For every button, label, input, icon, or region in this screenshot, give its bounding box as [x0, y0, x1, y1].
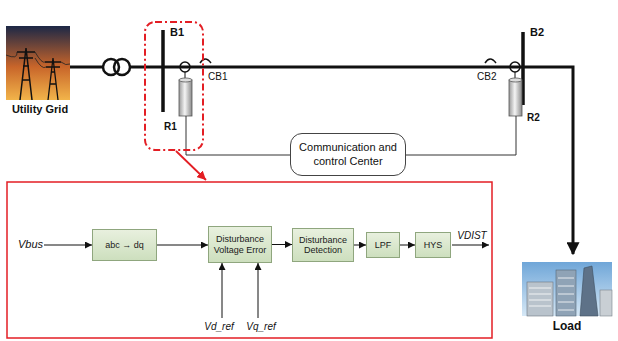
process-block: Disturbance Voltage Error	[208, 226, 272, 263]
bus-bar	[161, 30, 165, 112]
control-center-box: Communication and control Center	[290, 133, 406, 176]
bus-label: B2	[530, 26, 544, 38]
power-cable	[6, 52, 70, 68]
process-block: Disturbance Detection	[292, 228, 354, 262]
pylon	[45, 58, 61, 100]
signal-name: Vbus	[18, 238, 43, 250]
node-text: abc → dq	[105, 240, 144, 250]
filter-block: LPF	[366, 232, 400, 258]
zoom-frame	[145, 22, 203, 150]
windows	[529, 278, 574, 310]
hysteresis-block: HYS	[415, 232, 451, 258]
zoom-arrow	[176, 151, 206, 180]
relay-label: R2	[527, 112, 540, 123]
relay-symbol	[179, 62, 192, 116]
relay-top	[179, 78, 192, 82]
node-text: Disturbance Voltage Error	[212, 234, 268, 255]
breaker-label: CB1	[208, 71, 227, 82]
tower	[580, 266, 598, 316]
source-label: Utility Grid	[12, 103, 68, 115]
transformer-symbol	[70, 59, 163, 75]
signal-name: Vq_ref	[246, 321, 275, 332]
power-line	[130, 66, 163, 69]
signal-arrow	[354, 245, 366, 246]
relay-label: R1	[164, 121, 177, 132]
power-line	[70, 66, 103, 69]
relay-symbol	[509, 62, 522, 116]
building	[527, 282, 553, 316]
signal-arrow	[400, 245, 415, 246]
process-block: abc → dq	[92, 229, 157, 261]
sky	[522, 262, 612, 316]
communication-wire	[406, 116, 516, 155]
signal-arrow	[44, 245, 92, 246]
building	[556, 270, 576, 316]
relay-top	[509, 78, 522, 82]
breaker-symbol	[200, 59, 211, 63]
bus-label: B1	[170, 26, 184, 38]
load-picture	[522, 262, 612, 316]
pylon	[17, 48, 35, 100]
transmission-line	[163, 66, 523, 69]
signal-name: VDIST	[457, 230, 486, 241]
signal-arrow	[157, 245, 208, 246]
communication-wire	[186, 116, 290, 155]
load-label: Load	[553, 320, 582, 333]
breaker-symbol	[485, 59, 496, 63]
current-transformer	[180, 62, 190, 72]
breaker-label: CB2	[477, 71, 496, 82]
node-text: Disturbance Detection	[296, 235, 350, 256]
signal-arrow	[452, 245, 489, 246]
signal-arrow	[258, 263, 259, 318]
signal-arrow	[222, 263, 223, 318]
winding	[114, 59, 130, 75]
signal-arrow	[272, 244, 292, 245]
load-feeder	[523, 67, 573, 254]
detail-frame	[7, 182, 492, 338]
node-text: LPF	[375, 240, 392, 250]
relay-body	[509, 80, 522, 116]
signal-name: Vd_ref	[204, 321, 233, 332]
node-text: Communication and control Center	[297, 141, 399, 167]
building	[600, 290, 612, 316]
current-transformer	[510, 62, 520, 72]
node-text: HYS	[424, 240, 443, 250]
utility-grid-picture	[6, 26, 70, 100]
sky	[6, 26, 70, 100]
relay-body	[179, 80, 192, 116]
